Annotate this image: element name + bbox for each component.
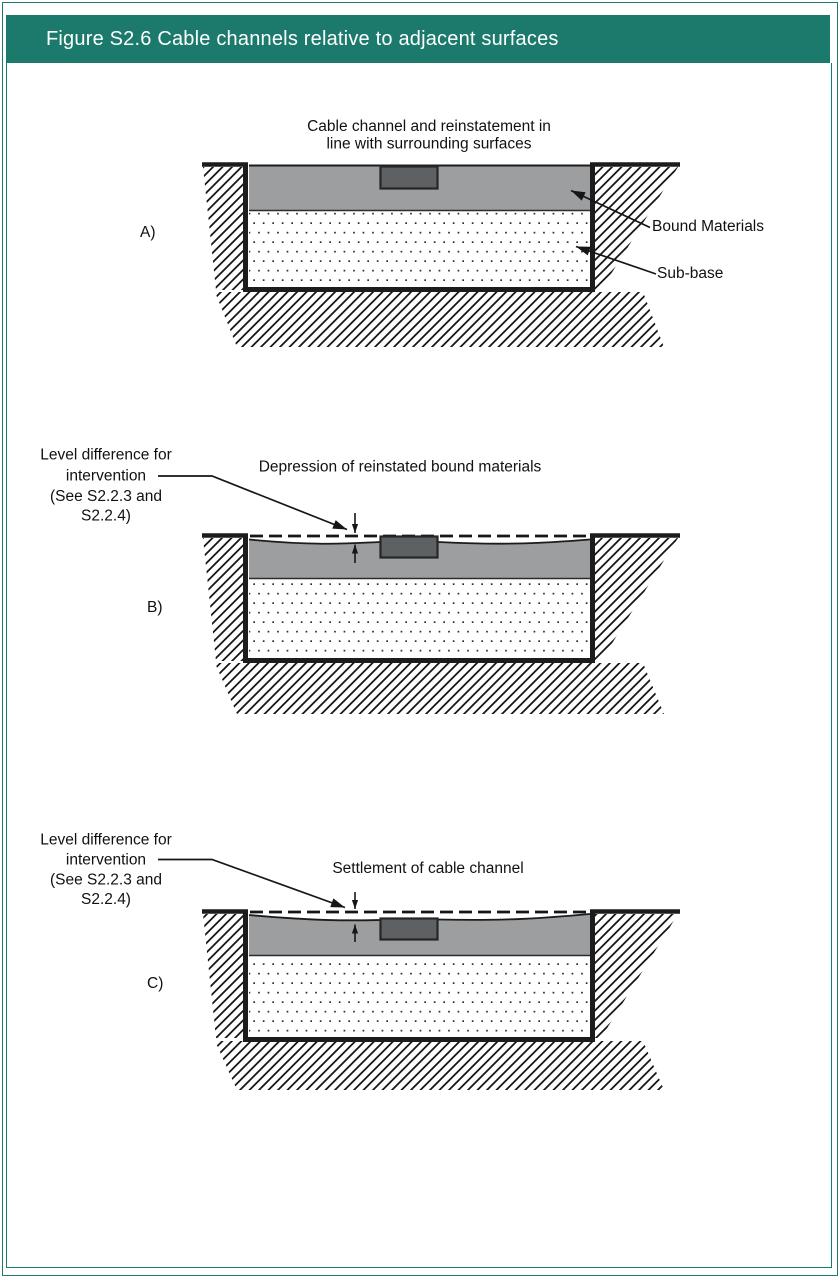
- ground-hatch-left: [203, 914, 243, 1038]
- intervention-note-line4: S2.2.4): [81, 891, 131, 908]
- depressed-surface-curve-right: [437, 538, 591, 545]
- bound-materials-callout: Bound Materials: [652, 218, 764, 235]
- diagram-b-label: B): [147, 599, 163, 616]
- figure-header-bar: Figure S2.6 Cable channels relative to a…: [6, 15, 830, 63]
- ground-hatch-right: [595, 914, 678, 1038]
- diagram-a-title-line2: line with surrounding surfaces: [326, 136, 531, 153]
- intervention-note-line1: Level difference for: [40, 447, 172, 464]
- figure-title: Figure S2.6 Cable channels relative to a…: [46, 27, 559, 50]
- ground-hatch-bottom: [215, 1041, 664, 1090]
- intervention-note-line3: (See S2.2.3 and: [50, 488, 162, 505]
- subbase-callout: Sub-base: [657, 265, 723, 282]
- settled-surface-curve-left: [248, 914, 381, 922]
- subbase-layer: [249, 956, 590, 1037]
- depressed-surface-curve-left: [248, 538, 381, 545]
- intervention-leader-arrow: [158, 858, 346, 909]
- ground-hatch-bottom: [215, 663, 664, 714]
- intervention-note-line1: Level difference for: [40, 832, 172, 849]
- diagram-b: Depression of reinstated bound materials…: [40, 447, 680, 714]
- bound-materials-leader-arrow: [570, 189, 651, 229]
- diagram-c: Settlement of cable channel C) Level dif…: [40, 832, 680, 1090]
- subbase-layer: [249, 211, 590, 287]
- intervention-note-line2: intervention: [66, 468, 146, 485]
- diagram-c-label: C): [147, 975, 163, 992]
- ground-hatch-left: [203, 167, 243, 290]
- intervention-leader-arrow: [158, 475, 348, 531]
- subbase-leader-arrow: [575, 245, 657, 275]
- settled-surface-curve-right: [437, 913, 591, 921]
- subbase-layer: [249, 579, 590, 659]
- ground-hatch-right: [595, 538, 678, 661]
- diagram-a-label: A): [140, 224, 156, 241]
- ground-hatch-bottom: [215, 292, 664, 347]
- ground-hatch-right: [595, 167, 678, 290]
- bound-material-layer: [249, 540, 590, 579]
- cable-channel-block: [379, 165, 439, 190]
- cable-channel-block: [379, 535, 439, 559]
- diagram-a-title-line1: Cable channel and reinstatement in: [307, 118, 551, 135]
- diagram-a: Cable channel and reinstatement in line …: [140, 118, 764, 347]
- intervention-note-line2: intervention: [66, 852, 146, 869]
- cable-channel-block: [379, 917, 439, 941]
- ground-hatch-left: [203, 538, 243, 661]
- intervention-note-line4: S2.2.4): [81, 508, 131, 525]
- intervention-note-line3: (See S2.2.3 and: [50, 872, 162, 889]
- diagram-c-title: Settlement of cable channel: [332, 860, 523, 877]
- diagram-b-title: Depression of reinstated bound materials: [259, 459, 542, 476]
